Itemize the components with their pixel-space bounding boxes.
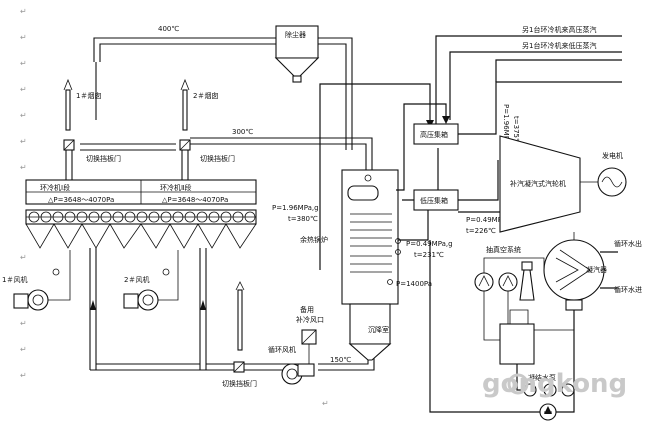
p-049-label: P=0.49MPa,g [466, 216, 513, 224]
t-375-label: t=375℃ [512, 116, 520, 146]
fan-1-label: 1＃风机 [2, 275, 27, 284]
temp-400-label: 400℃ [158, 25, 179, 33]
generator [597, 167, 627, 197]
vacuum-label: 抽真空系统 [486, 245, 521, 254]
paragraph-marks: ↵ ↵ ↵ ↵ ↵ ↵ ↵ ↵ ↵ ↵ ↵ ↵ [20, 7, 329, 408]
return-gas-duct [89, 248, 375, 371]
hot-gas-duct [93, 37, 353, 150]
vacuum-system [474, 257, 545, 341]
svg-text:↵: ↵ [20, 111, 27, 120]
circ-out-label: 循环水出 [614, 239, 642, 248]
svg-text:↵: ↵ [322, 399, 329, 408]
steam-turbine [499, 135, 598, 233]
generator-label: 发电机 [602, 151, 623, 160]
annular-cooler [25, 179, 257, 249]
fan-2-label: 2＃风机 [124, 275, 149, 284]
svg-text:↵: ↵ [20, 59, 27, 68]
hp-from-label: 另1台环冷机来高压蒸汽 [522, 25, 596, 34]
switch-valve-2-label: 切换挡板门 [200, 154, 235, 163]
cond-pump-label: 凝结水泵 [528, 373, 556, 382]
dp-2-label: △P=3648～4070Pa [162, 196, 228, 204]
backup-inlet-label-2: 补冷风口 [296, 315, 324, 324]
backup-inlet-label: 备用 [300, 305, 314, 314]
boiler-p3-label: P=1400Pa [396, 280, 432, 288]
svg-text:↵: ↵ [20, 137, 27, 146]
t-226-label: t=226℃ [466, 227, 496, 235]
watermark-text: gongkong [482, 369, 627, 399]
boiler-t2-label: t=231℃ [414, 251, 444, 259]
switch-valve-1[interactable] [63, 139, 75, 151]
switch-valve-3-label: 切换挡板门 [222, 379, 257, 388]
waste-boiler-label: 余热锅炉 [300, 235, 328, 244]
svg-text:↵: ↵ [20, 7, 27, 16]
switch-valve-1-label: 切换挡板门 [86, 154, 121, 163]
cooler-1-label: 环冷机Ⅰ段 [40, 183, 70, 192]
chimney-2 [180, 78, 190, 131]
circulating-fan[interactable] [281, 363, 315, 385]
warm-gas-duct [80, 62, 373, 170]
lp-header-label: 低压集箱 [420, 196, 448, 205]
circ-fan-label: 循环风机 [268, 345, 296, 354]
temp-150-label: 150℃ [330, 356, 351, 364]
dust-collector-label: 除尘器 [285, 30, 306, 39]
hp-header [413, 123, 459, 145]
svg-text:↵: ↵ [20, 253, 27, 262]
boiler-p2-label: P=0.49MPa,g [406, 240, 453, 248]
steam-lines [319, 35, 622, 270]
turbine-label: 补汽凝汽式汽轮机 [510, 179, 566, 188]
lp-header [413, 189, 459, 211]
settling-label: 沉降室 [368, 325, 389, 334]
fan-2[interactable] [123, 250, 179, 311]
svg-text:↵: ↵ [20, 319, 27, 328]
waste-heat-boiler [341, 169, 399, 361]
temp-300-label: 300℃ [232, 128, 253, 136]
circ-in-label: 循环水进 [614, 285, 642, 294]
p-196-label: P=1.96MPa,g [502, 104, 510, 151]
dust-collector [274, 25, 320, 83]
boiler-t1-label: t=380℃ [288, 215, 318, 223]
switch-valve-2[interactable] [179, 139, 191, 151]
chimney-2-label: 2＃烟囱 [193, 91, 218, 100]
fan-1[interactable] [13, 250, 71, 311]
cooler-2-label: 环冷机Ⅱ段 [160, 183, 191, 192]
switch-valve-3[interactable] [233, 361, 245, 373]
svg-text:↵: ↵ [20, 85, 27, 94]
backup-inlet[interactable] [301, 329, 317, 364]
svg-text:↵: ↵ [20, 163, 27, 172]
watermark-logo [507, 373, 529, 395]
hp-header-label: 高压集箱 [420, 130, 448, 139]
lp-from-label: 另1台环冷机来低压蒸汽 [522, 41, 596, 50]
boiler-p1-label: P=1.96MPa,g [272, 204, 319, 212]
svg-text:↵: ↵ [20, 33, 27, 42]
svg-text:↵: ↵ [20, 345, 27, 354]
chimney-1 [63, 78, 73, 131]
condenser-label: 凝汽器 [586, 265, 607, 274]
dp-1-label: △P=3648～4070Pa [48, 196, 114, 204]
svg-text:↵: ↵ [20, 371, 27, 380]
chimney-1-label: 1＃烟囱 [76, 91, 101, 100]
